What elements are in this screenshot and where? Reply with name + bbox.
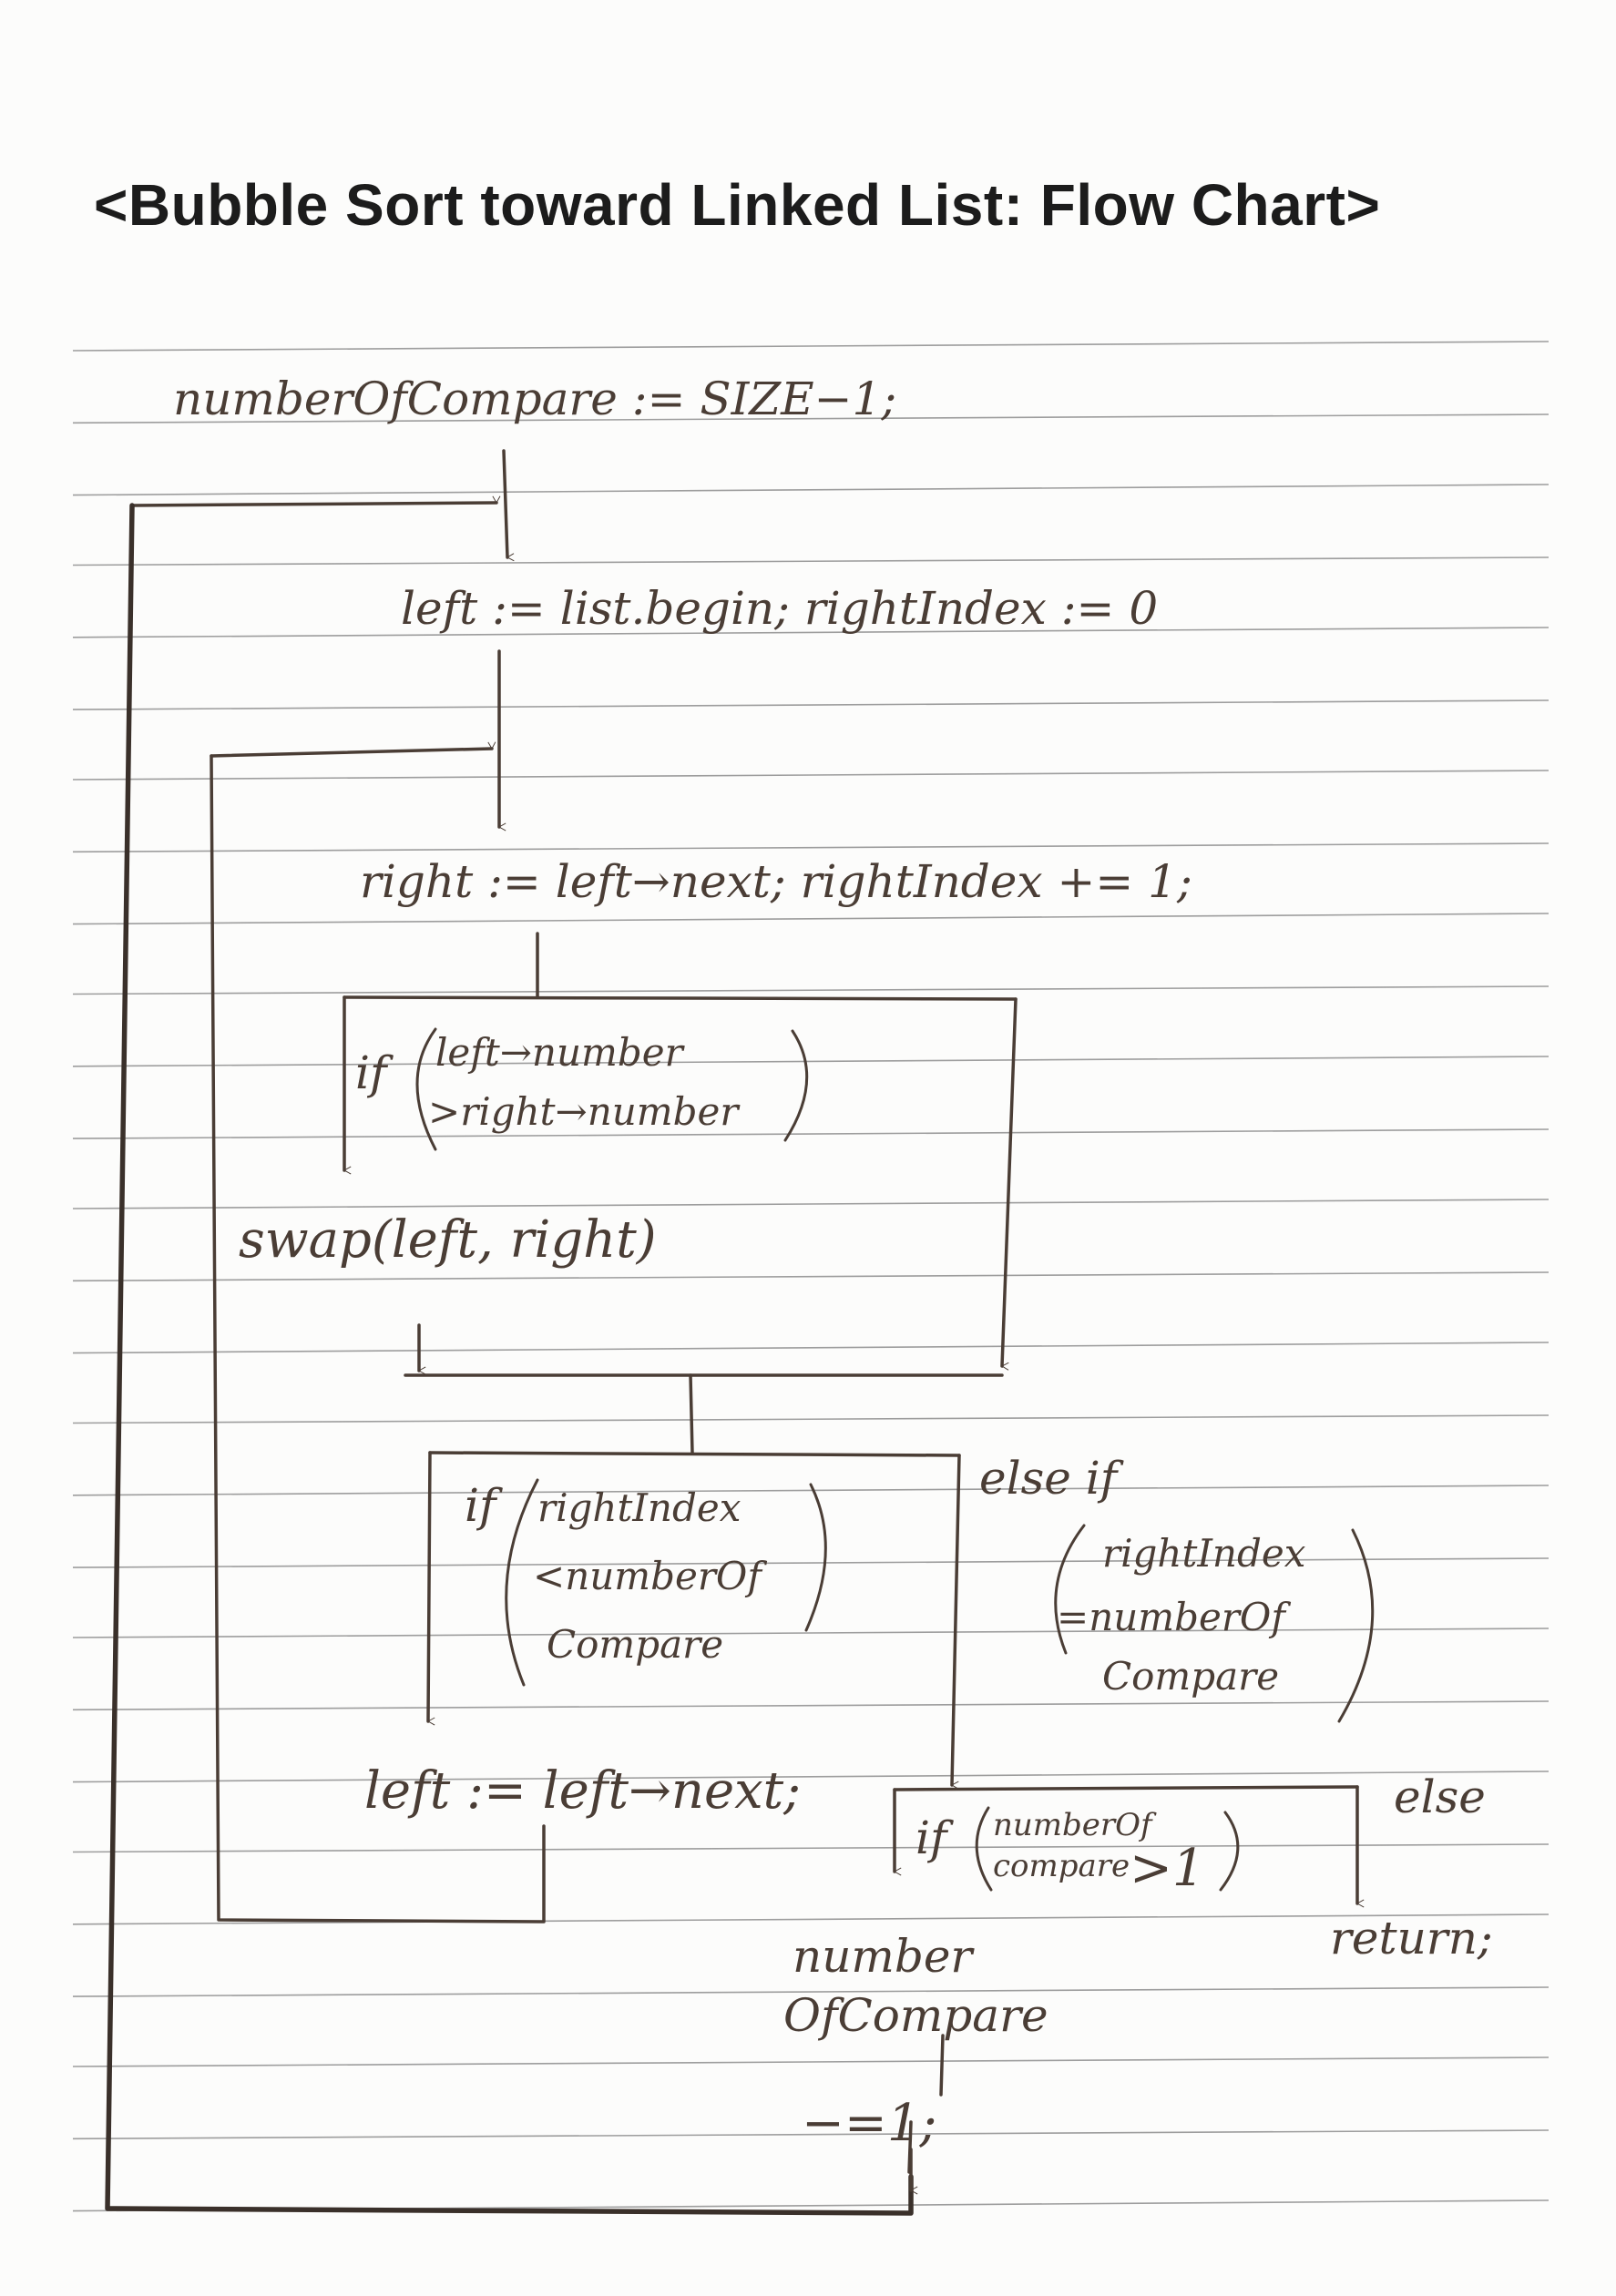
- paper-line: [72, 699, 1550, 710]
- paper-line: [72, 842, 1550, 853]
- cond2-true-branch: [426, 1451, 430, 1721]
- paper-line: [72, 484, 1550, 496]
- cond2-bracket-top: [428, 1451, 961, 1457]
- paper-line: [72, 1414, 1550, 1424]
- paper-line: [72, 1700, 1550, 1711]
- arrow-init-to-outer: [502, 449, 507, 557]
- cond3-line3: Compare: [1102, 1654, 1279, 1699]
- else-label: else: [1394, 1770, 1486, 1823]
- paper-line: [72, 1986, 1550, 1997]
- cond3-line1: rightIndex: [1102, 1531, 1306, 1576]
- page-title: <Bubble Sort toward Linked List: Flow Ch…: [94, 172, 1381, 238]
- arrow-outer-loop-entry: [130, 503, 496, 507]
- decrement-line1: number: [793, 1930, 975, 1983]
- cond2-line1: rightIndex: [537, 1485, 742, 1530]
- paper-line: [72, 2056, 1550, 2067]
- paper-line: [72, 556, 1550, 566]
- cond1-line2: >right→number: [428, 1089, 741, 1134]
- condition-numberofcompare-greater-one: if numberOf compare >1: [915, 1806, 1240, 1898]
- cond1-open-paren: [415, 1027, 437, 1151]
- paper-line: [72, 1913, 1550, 1925]
- paper-line: [72, 341, 1550, 352]
- else-if-label: else if: [979, 1452, 1124, 1505]
- paper-line: [72, 1271, 1550, 1282]
- cond2-open-paren: [505, 1478, 539, 1687]
- cond4-close-paren: [1219, 1811, 1240, 1892]
- advance-left-statement: left := left→next;: [364, 1761, 801, 1821]
- paper-line: [72, 1342, 1550, 1354]
- cond4-bracket-top: [893, 1785, 1359, 1791]
- cond4-if-keyword: if: [915, 1811, 954, 1864]
- inner-loop-return: [210, 754, 546, 1924]
- paper-line: [72, 627, 1550, 638]
- inner-loop-start: right := left→next; rightIndex += 1;: [360, 855, 1192, 908]
- paper-line: [72, 1628, 1550, 1638]
- arrow-inner-loop-entry: [210, 749, 492, 758]
- cond2-else-branch: [950, 1454, 961, 1785]
- paper-line: [72, 1485, 1550, 1496]
- cond2-line3: Compare: [547, 1622, 723, 1667]
- outer-loop-start: left := list.begin; rightIndex := 0: [401, 582, 1158, 635]
- decrement-line2: OfCompare: [783, 1989, 1048, 2042]
- paper-line: [72, 1843, 1550, 1853]
- cond4-line2: compare: [993, 1848, 1130, 1884]
- line-merge-to-cond2: [689, 1373, 694, 1454]
- cond4-open-paren: [975, 1806, 993, 1892]
- paper-line: [72, 2129, 1550, 2140]
- cond3-line2: =numberOf: [1057, 1595, 1291, 1639]
- cond2-if-keyword: if: [465, 1479, 503, 1532]
- paper-line: [72, 1128, 1550, 1139]
- cond3-open-paren: [1054, 1524, 1086, 1655]
- cond1-line1: left→number: [435, 1030, 686, 1075]
- init-statement: numberOfCompare := SIZE−1;: [173, 372, 896, 425]
- cond4-operator: >1: [1130, 1839, 1205, 1898]
- paper-line: [72, 1199, 1550, 1209]
- swap-statement: swap(left, right): [239, 1210, 657, 1270]
- cond2-close-paren: [804, 1483, 827, 1632]
- paper-line: [72, 1557, 1550, 1568]
- condition-left-greater-right: if left→number >right→number: [355, 1027, 809, 1151]
- line-cond4-to-decrement: [939, 2034, 945, 2097]
- condition-rightindex-equal: rightIndex =numberOf Compare: [1054, 1524, 1375, 1723]
- outer-loop-return: [105, 503, 914, 2216]
- cond4-line1: numberOf: [993, 1807, 1157, 1843]
- paper-line: [72, 985, 1550, 995]
- return-statement: return;: [1330, 1912, 1493, 1964]
- decrement-line3: −=1;: [802, 2094, 936, 2153]
- cond1-close-paren: [783, 1029, 809, 1142]
- paper-line: [72, 413, 1550, 424]
- condition-rightindex-less: if rightIndex <numberOf Compare: [465, 1478, 827, 1687]
- paper-line: [72, 1056, 1550, 1067]
- paper-line: [72, 913, 1550, 925]
- cond1-if-keyword: if: [355, 1046, 394, 1099]
- paper-line: [72, 770, 1550, 781]
- paper-line: [72, 1770, 1550, 1783]
- cond1-bracket-top: [343, 995, 1018, 1001]
- cond3-close-paren: [1337, 1528, 1375, 1723]
- cond2-line2: <numberOf: [533, 1554, 767, 1598]
- cond1-false-branch: [1000, 997, 1018, 1366]
